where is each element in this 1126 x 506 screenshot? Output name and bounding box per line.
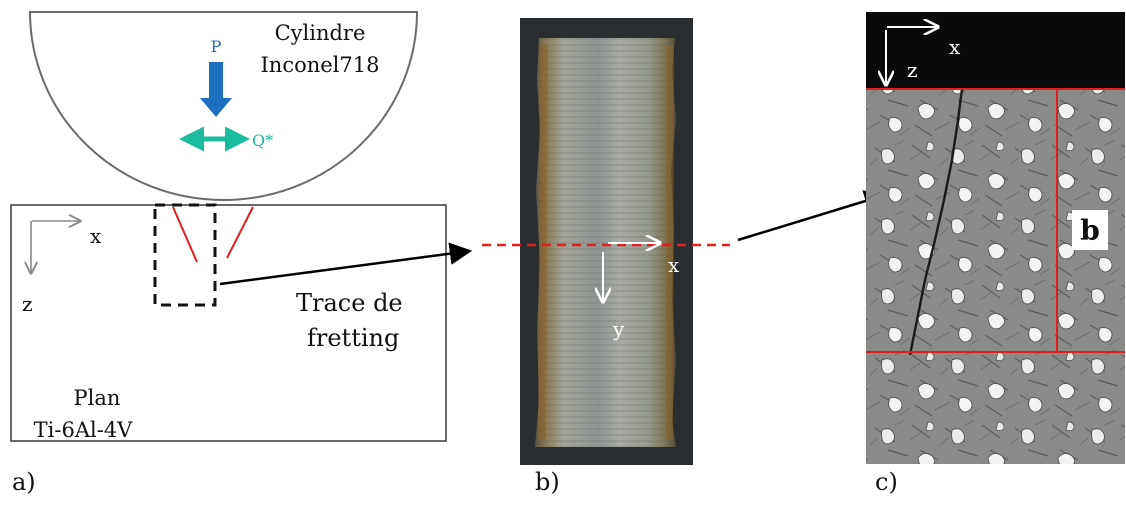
crack-line-left — [172, 206, 198, 263]
fretting-zone-box — [153, 203, 217, 307]
depth-label-box — [1072, 210, 1108, 250]
panel-a-label: a) — [12, 468, 36, 496]
cylinder-label-line1: Cylindre — [275, 21, 366, 45]
axis-x-label-c: x — [949, 35, 961, 59]
plane-label-line2: Ti-6Al-4V — [34, 418, 134, 442]
connector-arrow-a-b — [219, 242, 473, 286]
axis-y-label-b: y — [612, 317, 625, 341]
axis-z-label-c: z — [907, 58, 918, 82]
micrograph-image — [866, 89, 1125, 464]
panel-b: x y b) — [482, 18, 730, 496]
force-p-arrow — [200, 62, 232, 117]
depth-label: b — [1080, 214, 1100, 247]
cylinder-shape — [28, 11, 419, 201]
plane-shape — [10, 204, 447, 442]
axis-x-label-b: x — [668, 253, 680, 277]
panel-c-label: c) — [875, 468, 898, 496]
micrograph-top-dark — [866, 12, 1125, 89]
crack-path — [908, 88, 964, 356]
panel-c: b x z c) — [866, 12, 1125, 496]
axis-z-label: z — [22, 292, 33, 316]
crack-line-right — [226, 206, 254, 259]
axis-x-label: x — [90, 224, 102, 248]
plane-label-line1: Plan — [74, 386, 121, 410]
trace-label-line2: fretting — [307, 324, 399, 352]
panel-a: Cylindre Inconel718 P Q* x z Trace de fr… — [10, 11, 447, 496]
connector-arrow-b-c — [737, 190, 888, 242]
panel-b-label: b) — [535, 468, 560, 496]
cylinder-label-line2: Inconel718 — [261, 53, 380, 77]
trace-label-line1: Trace de — [296, 289, 403, 317]
force-p-label: P — [211, 37, 222, 56]
force-q-label: Q* — [252, 131, 273, 150]
